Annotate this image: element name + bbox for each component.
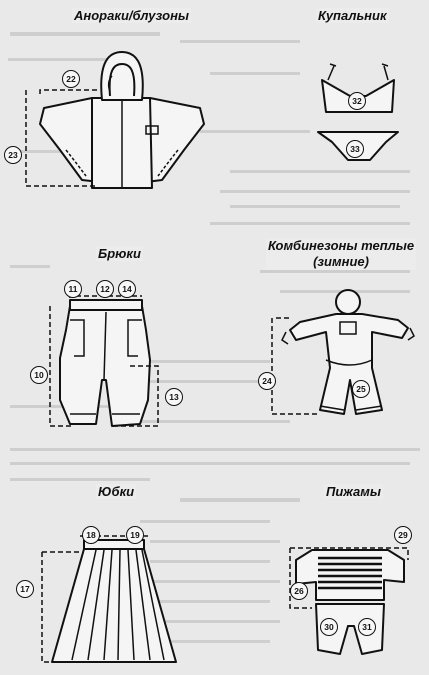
marker-12: 12: [96, 280, 114, 298]
marker-29: 29: [394, 526, 412, 544]
marker-24: 24: [258, 372, 276, 390]
marker-22: 22: [62, 70, 80, 88]
marker-30: 30: [320, 618, 338, 636]
marker-18: 18: [82, 526, 100, 544]
marker-11: 11: [64, 280, 82, 298]
title-swimsuit: Купальник: [316, 8, 389, 23]
marker-14: 14: [118, 280, 136, 298]
title-anoraks: Анораки/блузоны: [72, 8, 192, 23]
marker-10: 10: [30, 366, 48, 384]
title-trousers: Брюки: [96, 246, 143, 261]
title-skirts: Юбки: [96, 484, 137, 499]
marker-31: 31: [358, 618, 376, 636]
marker-23: 23: [4, 146, 22, 164]
marker-26: 26: [290, 582, 308, 600]
marker-33: 33: [346, 140, 364, 158]
marker-17: 17: [16, 580, 34, 598]
marker-13: 13: [165, 388, 183, 406]
title-pajamas: Пижамы: [324, 484, 383, 499]
title-overalls: Комбинезоны теплые (зимние): [266, 238, 417, 270]
marker-25: 25: [352, 380, 370, 398]
marker-32: 32: [348, 92, 366, 110]
marker-19: 19: [126, 526, 144, 544]
